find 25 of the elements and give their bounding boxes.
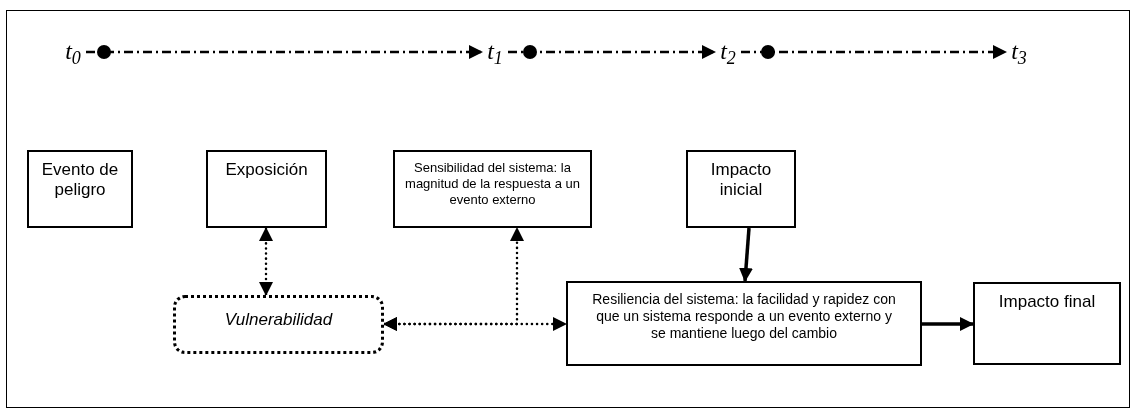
process-box (173, 295, 384, 354)
time-label: t$_{1}$ (482, 34, 508, 68)
process-box (393, 150, 592, 228)
arrow (259, 226, 273, 297)
time-label: t$_{3}$ (1006, 34, 1032, 68)
process-box (566, 281, 922, 366)
arrow (922, 317, 974, 331)
arrow (741, 45, 1007, 59)
time-label: t$_{0}$ (60, 34, 86, 68)
box-text: Resiliencia del sistema: la facilidad y rapidez con que un sistema responde a un evento externo y se mantiene luego del cambio (591, 290, 897, 342)
process-box (686, 150, 796, 228)
box-text: Impacto final (997, 291, 1097, 312)
arrow (739, 227, 753, 282)
process-box (27, 150, 133, 228)
time-label: t$_{2}$ (715, 34, 741, 68)
box-text: Impacto inicial (709, 159, 773, 200)
box-text: Evento de peligro (40, 159, 120, 200)
process-box (206, 150, 327, 228)
arrow (382, 317, 568, 331)
box-text: Exposición (224, 159, 309, 180)
process-box (973, 282, 1121, 365)
box-text: Sensibilidad del sistema: la magnitud de la respuesta a un evento externo (404, 159, 581, 208)
arrow (508, 45, 716, 59)
box-text: Vulnerabilidad (224, 309, 333, 330)
arrow (86, 45, 483, 59)
